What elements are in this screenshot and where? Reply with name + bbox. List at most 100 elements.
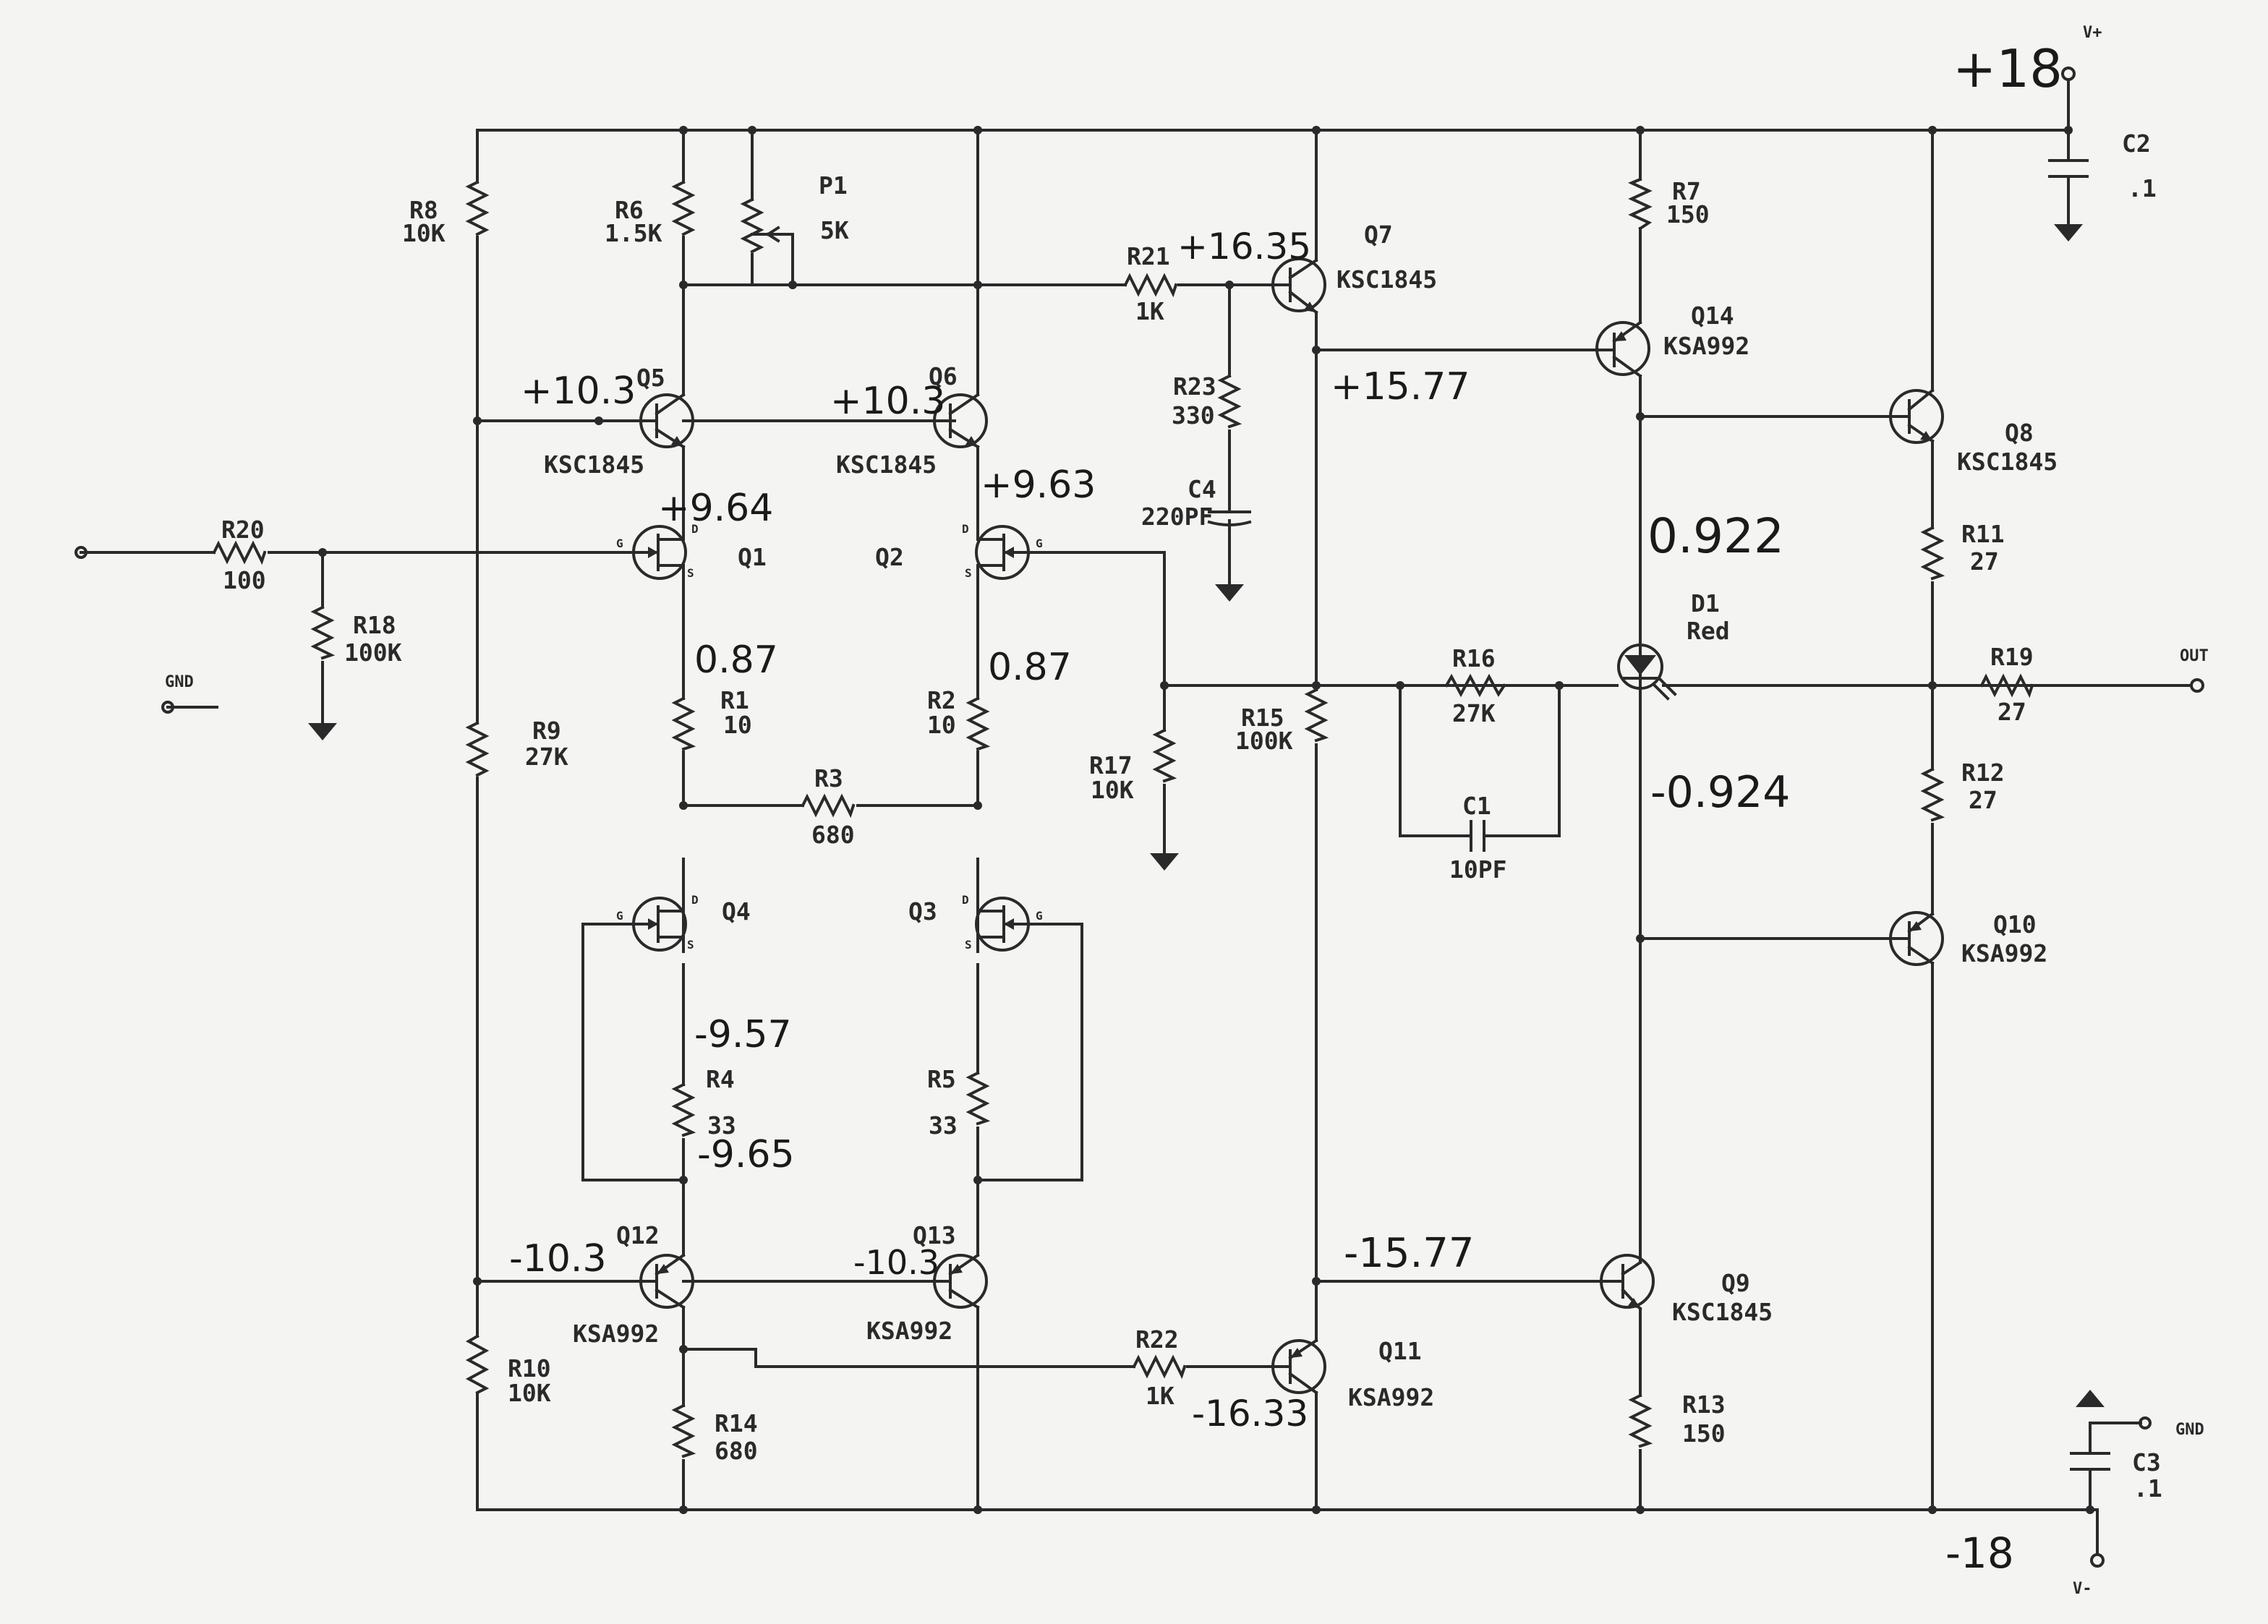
r10-value: 10K — [508, 1379, 551, 1407]
r21-name: R21 — [1127, 242, 1170, 270]
capacitor-c1 — [1446, 820, 1512, 852]
resistor-r7 — [1628, 177, 1653, 231]
d1-name: D1 — [1691, 589, 1720, 617]
r23-value: 330 — [1172, 401, 1215, 429]
transistor-q8 — [1889, 388, 1944, 444]
c1-name: C1 — [1462, 792, 1491, 820]
q5-type: KSC1845 — [544, 450, 644, 479]
annotation-vminus: -18 — [1945, 1529, 2014, 1578]
resistor-r12 — [1920, 767, 1945, 822]
r17-value: 10K — [1091, 776, 1134, 804]
q2-name: Q2 — [875, 543, 904, 571]
annotation-q12: -10.3 — [509, 1237, 607, 1281]
out-label: OUT — [2180, 647, 2209, 665]
r5-name: R5 — [927, 1065, 956, 1093]
transistor-q7 — [1271, 257, 1326, 315]
pin-labels: G D S G D S G D S G D S — [616, 522, 1043, 952]
q14-type: KSA992 — [1663, 332, 1749, 360]
svg-text:G: G — [616, 537, 623, 550]
c3-name: C3 — [2132, 1448, 2161, 1476]
q4-name: Q4 — [722, 897, 751, 926]
c3-value: .1 — [2133, 1474, 2162, 1503]
resistor-r19 — [1979, 673, 2034, 698]
r14-name: R14 — [715, 1409, 758, 1437]
r6-value: 1.5K — [605, 219, 662, 247]
junction-dots — [318, 126, 2094, 1514]
annotation-r4-top: -9.57 — [694, 1013, 792, 1056]
r12-value: 27 — [1969, 786, 1998, 814]
r2-name: R2 — [927, 686, 956, 714]
c4-value: 220PF — [1141, 503, 1213, 531]
q7-name: Q7 — [1364, 221, 1393, 249]
annotation-q2-drain: +9.63 — [981, 463, 1096, 507]
r6-name: R6 — [615, 196, 644, 224]
resistor-r13 — [1628, 1393, 1653, 1448]
resistor-r20 — [212, 540, 267, 565]
r4-value: 33 — [707, 1111, 736, 1140]
svg-text:D: D — [691, 522, 699, 536]
svg-text:D: D — [962, 893, 969, 907]
vplus-label: V+ — [2083, 24, 2102, 42]
r20-value: 100 — [223, 566, 266, 594]
p1-value: 5K — [820, 216, 849, 244]
capacitor-c4 — [1207, 510, 1252, 526]
resistor-r6 — [671, 180, 696, 236]
resistor-r1 — [671, 696, 696, 751]
r2-value: 10 — [927, 711, 956, 739]
r17-name: R17 — [1089, 751, 1133, 779]
resistor-r9 — [465, 721, 490, 777]
r7-name: R7 — [1672, 177, 1701, 205]
annotation-q1-source: 0.87 — [694, 638, 778, 682]
r13-value: 150 — [1682, 1419, 1726, 1448]
q11-type: KSA992 — [1348, 1383, 1434, 1411]
transistor-q13 — [933, 1253, 988, 1309]
resistors — [212, 177, 2034, 1458]
potentiometer-p1 — [740, 197, 764, 254]
annotation-q6: +10.3 — [830, 380, 945, 423]
vminus-label: V- — [2073, 1580, 2092, 1598]
resistor-r2 — [965, 696, 991, 751]
svg-text:G: G — [1036, 909, 1043, 923]
capacitors — [1207, 159, 2110, 1471]
r1-value: 10 — [723, 711, 752, 739]
c2-name: C2 — [2122, 129, 2151, 158]
r19-value: 27 — [1998, 698, 2026, 726]
q12-type: KSA992 — [573, 1320, 659, 1348]
resistor-r10 — [465, 1334, 490, 1395]
r11-name: R11 — [1961, 520, 2005, 548]
q6-type: KSC1845 — [836, 450, 937, 479]
annotation-vplus: +18 — [1953, 38, 2063, 99]
input-terminal — [74, 546, 88, 559]
q13-type: KSA992 — [866, 1317, 952, 1345]
annotation-q2-source: 0.87 — [988, 646, 1072, 689]
vminus-terminal — [2090, 1553, 2105, 1568]
r7-value: 150 — [1666, 200, 1710, 228]
ground-icon — [1150, 853, 1179, 871]
resistor-r5 — [965, 1071, 991, 1126]
r14-value: 680 — [715, 1437, 758, 1465]
annotation-q11-base: -16.33 — [1192, 1393, 1308, 1435]
led-d1 — [1617, 644, 1677, 761]
resistor-r21 — [1123, 273, 1178, 298]
capacitor-c3 — [2070, 1452, 2110, 1471]
svg-text:S: S — [965, 566, 972, 580]
annotation-q13: -10.3 — [853, 1243, 939, 1282]
q13-name: Q13 — [913, 1221, 956, 1249]
gnd-label-1: GND — [165, 673, 194, 691]
handwritten-annotations: +18 -18 +16.35 +15.77 +10.3 +10.3 +9.64 … — [509, 38, 2063, 1578]
p1-name: P1 — [819, 171, 848, 200]
r3-value: 680 — [811, 821, 855, 849]
jfet-q3 — [975, 895, 1031, 953]
annotation-d1-anode: 0.922 — [1647, 508, 1784, 564]
svg-text:D: D — [962, 522, 969, 536]
q14-name: Q14 — [1691, 302, 1734, 330]
jfet-q1 — [631, 522, 687, 580]
resistor-r16 — [1444, 673, 1506, 698]
r12-name: R12 — [1961, 758, 2005, 787]
resistor-r23 — [1217, 374, 1242, 429]
transistor-q10 — [1889, 911, 1944, 966]
annotation-q7-emitter: +15.77 — [1331, 365, 1470, 409]
r15-name: R15 — [1241, 704, 1284, 732]
jfet-q4 — [631, 895, 687, 953]
